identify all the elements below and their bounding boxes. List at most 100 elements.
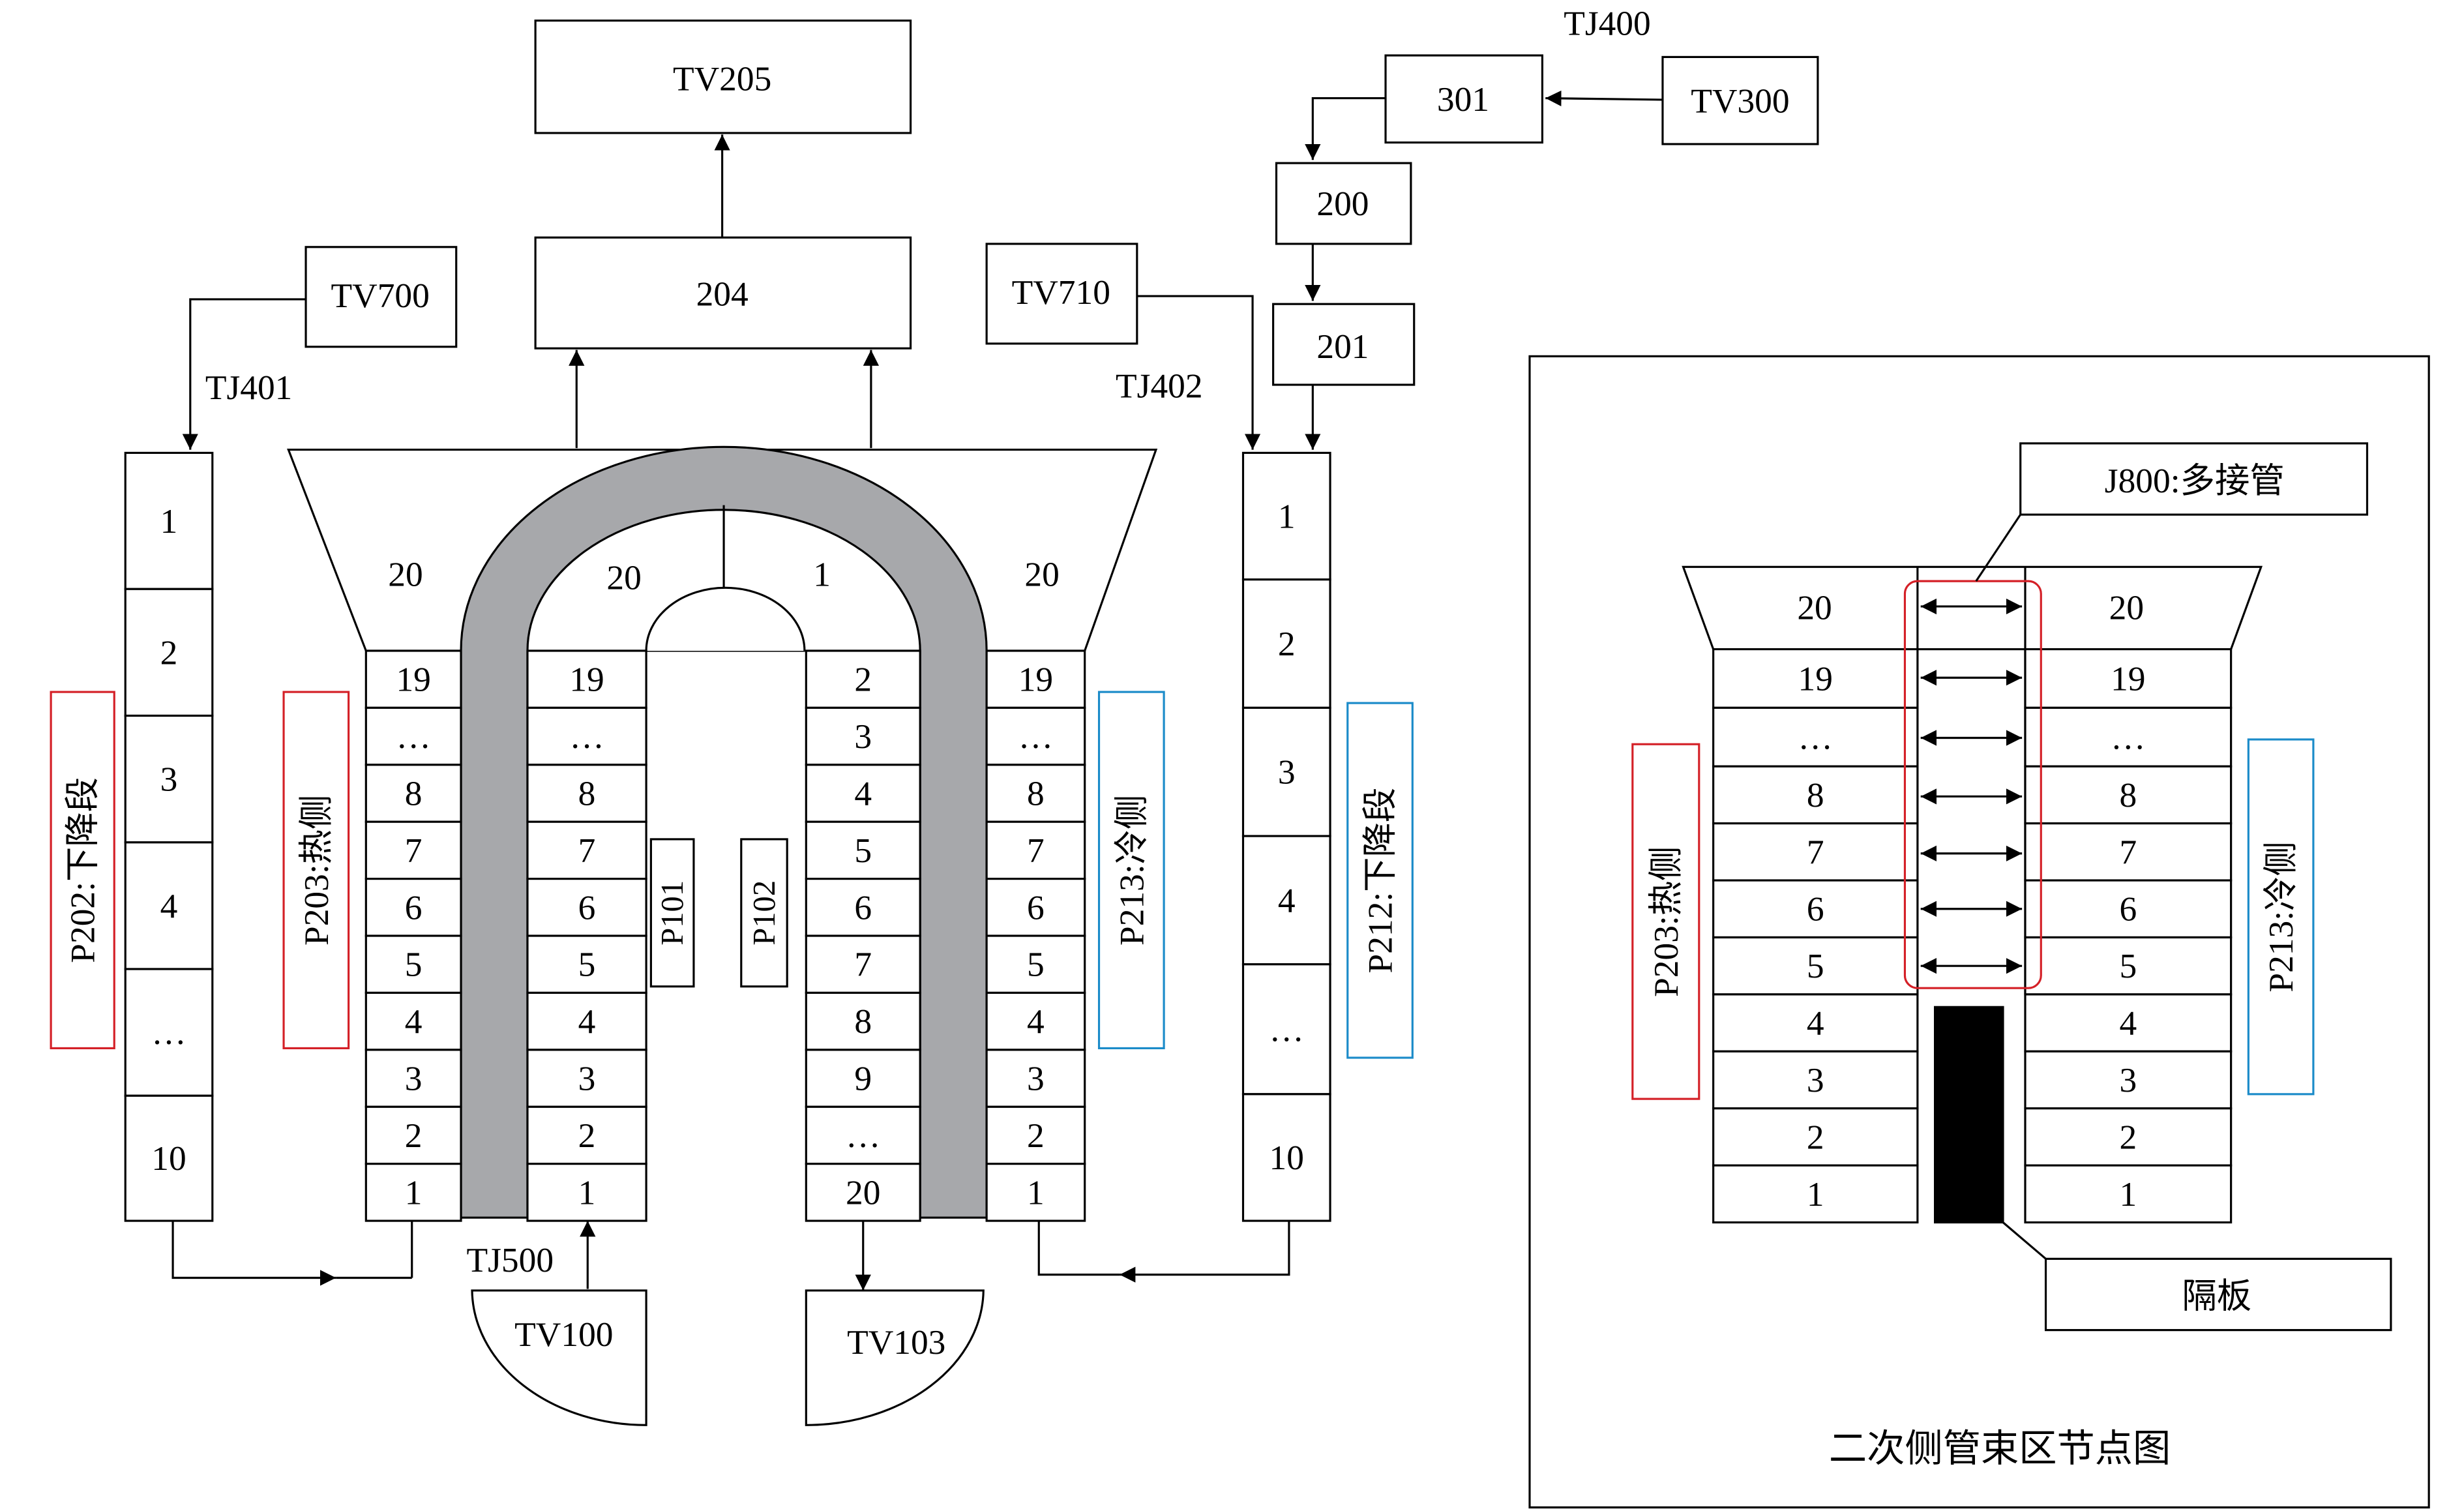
box-301: 301: [1384, 54, 1543, 144]
tv103-label: TV103: [847, 1322, 945, 1362]
detail-hot-cell-label: 19: [1798, 659, 1833, 698]
detail-hot-cell-label: …: [1798, 717, 1833, 756]
downcomer-right-cell-label: …: [1269, 1009, 1304, 1049]
riser-cold-cell-label: 1: [1027, 1173, 1045, 1212]
detail-hot-cell: [1712, 706, 1919, 768]
riser-cold-cell-label: 19: [1018, 660, 1053, 699]
box-301-label: 301: [1437, 80, 1489, 119]
p202-label: P202:下降段: [63, 777, 102, 963]
riser-cold-cell-label: 4: [1027, 1002, 1045, 1041]
detail-cold-cell: [2024, 822, 2233, 882]
downcomer-left-cell: [124, 714, 214, 844]
downcomer-right-cell: [1241, 451, 1331, 581]
downcomer-right-cell-label: 1: [1278, 497, 1296, 536]
p102-cell: [805, 820, 921, 880]
trap-label-inner-right: 1: [813, 554, 831, 593]
riser-hot-cell-label: 7: [405, 831, 423, 870]
p101-cell-label: 5: [578, 945, 596, 984]
j800-highlight: [1903, 580, 2042, 989]
p101-cell: [526, 878, 647, 937]
p102-cell-label: …: [846, 1116, 880, 1155]
tv300-box: TV300: [1661, 55, 1819, 145]
detail-hot-label: P203:热侧: [1646, 846, 1685, 996]
p212-label-box: P212:下降段: [1346, 702, 1414, 1059]
line-p212-to-p213: [1037, 1221, 1120, 1276]
p101-cell-label: 19: [569, 660, 604, 699]
riser-hot-cell: [364, 934, 462, 994]
detail-cold-cell: [2024, 1050, 2233, 1110]
p102-cell-label: 7: [854, 945, 872, 984]
detail-top-right-label: 20: [2109, 588, 2144, 627]
riser-hot-cell-label: 1: [405, 1173, 423, 1212]
downcomer-left-cell: [124, 451, 214, 590]
detail-cold-cell-label: 5: [2119, 946, 2137, 985]
p101-cell: [526, 650, 647, 709]
riser-cold-cell-label: 7: [1027, 831, 1045, 870]
p101-cell-label: 6: [578, 888, 596, 927]
trap-label-outer-left: 20: [388, 554, 423, 593]
downcomer-left-cell: [124, 588, 214, 717]
p203-label: P203:热侧: [297, 795, 336, 946]
downcomer-right-cell-label: 10: [1269, 1138, 1304, 1177]
p203-label-box: P203:热侧: [282, 691, 350, 1049]
downcomer-right-cell-label: 3: [1278, 753, 1296, 792]
riser-cold-cell-label: 5: [1027, 945, 1045, 984]
box-200-label: 200: [1316, 184, 1369, 223]
p102-cell: [805, 1049, 921, 1108]
tv205-box: TV205: [534, 19, 912, 134]
detail-hot-cell: [1712, 993, 1919, 1053]
u-tube: [460, 445, 988, 1219]
detail-cold-cell-label: 1: [2119, 1174, 2137, 1214]
p102-cell-label: 6: [854, 888, 872, 927]
downcomer-right-cell-label: 2: [1278, 624, 1296, 663]
detail-cold-label-box: P213:冷侧: [2247, 738, 2315, 1096]
tj400-label: TJ400: [1564, 3, 1651, 42]
riser-cold-cell: [985, 706, 1086, 766]
p101-cell-label: 4: [578, 1002, 596, 1041]
tv300-label: TV300: [1691, 81, 1789, 120]
detail-hot-cell-label: 5: [1807, 946, 1824, 985]
p101-cell: [526, 1049, 647, 1108]
riser-hot-cell: [364, 706, 462, 766]
detail-cold-cell: [2024, 936, 2233, 996]
detail-cold-cell-label: 4: [2119, 1004, 2137, 1043]
riser-hot-cell-label: …: [396, 717, 430, 756]
trap-label-inner-left: 20: [606, 558, 641, 597]
p101-cell-label: 7: [578, 831, 596, 870]
riser-cold-cell-label: 6: [1027, 888, 1045, 927]
p101-label: P101: [655, 880, 690, 946]
p102-label-box: P102: [740, 838, 788, 988]
riser-hot-cell: [364, 991, 462, 1051]
detail-cold-cell: [2024, 879, 2233, 939]
arrow-p212-bottom: [1120, 1221, 1290, 1283]
p102-cell: [805, 1163, 921, 1222]
inner-arch: [645, 586, 806, 651]
riser-hot-cell-label: 5: [405, 945, 423, 984]
detail-hot-label-box: P203:热侧: [1631, 743, 1700, 1100]
tj401-label: TJ401: [205, 368, 293, 407]
p101-cell-label: 8: [578, 773, 596, 813]
detail-top-left-label: 20: [1797, 588, 1832, 627]
p101-cell: [526, 764, 647, 823]
arrow-tv710-to-p212: [1136, 295, 1261, 450]
riser-cold-cell: [985, 1163, 1086, 1222]
p102-cell: [805, 650, 921, 709]
detail-hot-cell-label: 8: [1807, 775, 1824, 814]
detail-hot-cell: [1712, 822, 1919, 882]
detail-cold-cell-label: 6: [2119, 889, 2137, 929]
p202-label-box: P202:下降段: [50, 691, 115, 1049]
p102-cell-label: 3: [854, 717, 872, 756]
tv100-volume: TV100: [471, 1289, 647, 1426]
arrow-p202-bottom: [171, 1221, 336, 1286]
downcomer-right-cell: [1241, 1093, 1331, 1222]
detail-cold-label: P213:冷侧: [2261, 841, 2300, 992]
p212-label: P212:下降段: [1361, 788, 1400, 974]
detail-hot-cell-label: 6: [1807, 889, 1824, 929]
downcomer-left-cell-label: 3: [160, 760, 178, 799]
